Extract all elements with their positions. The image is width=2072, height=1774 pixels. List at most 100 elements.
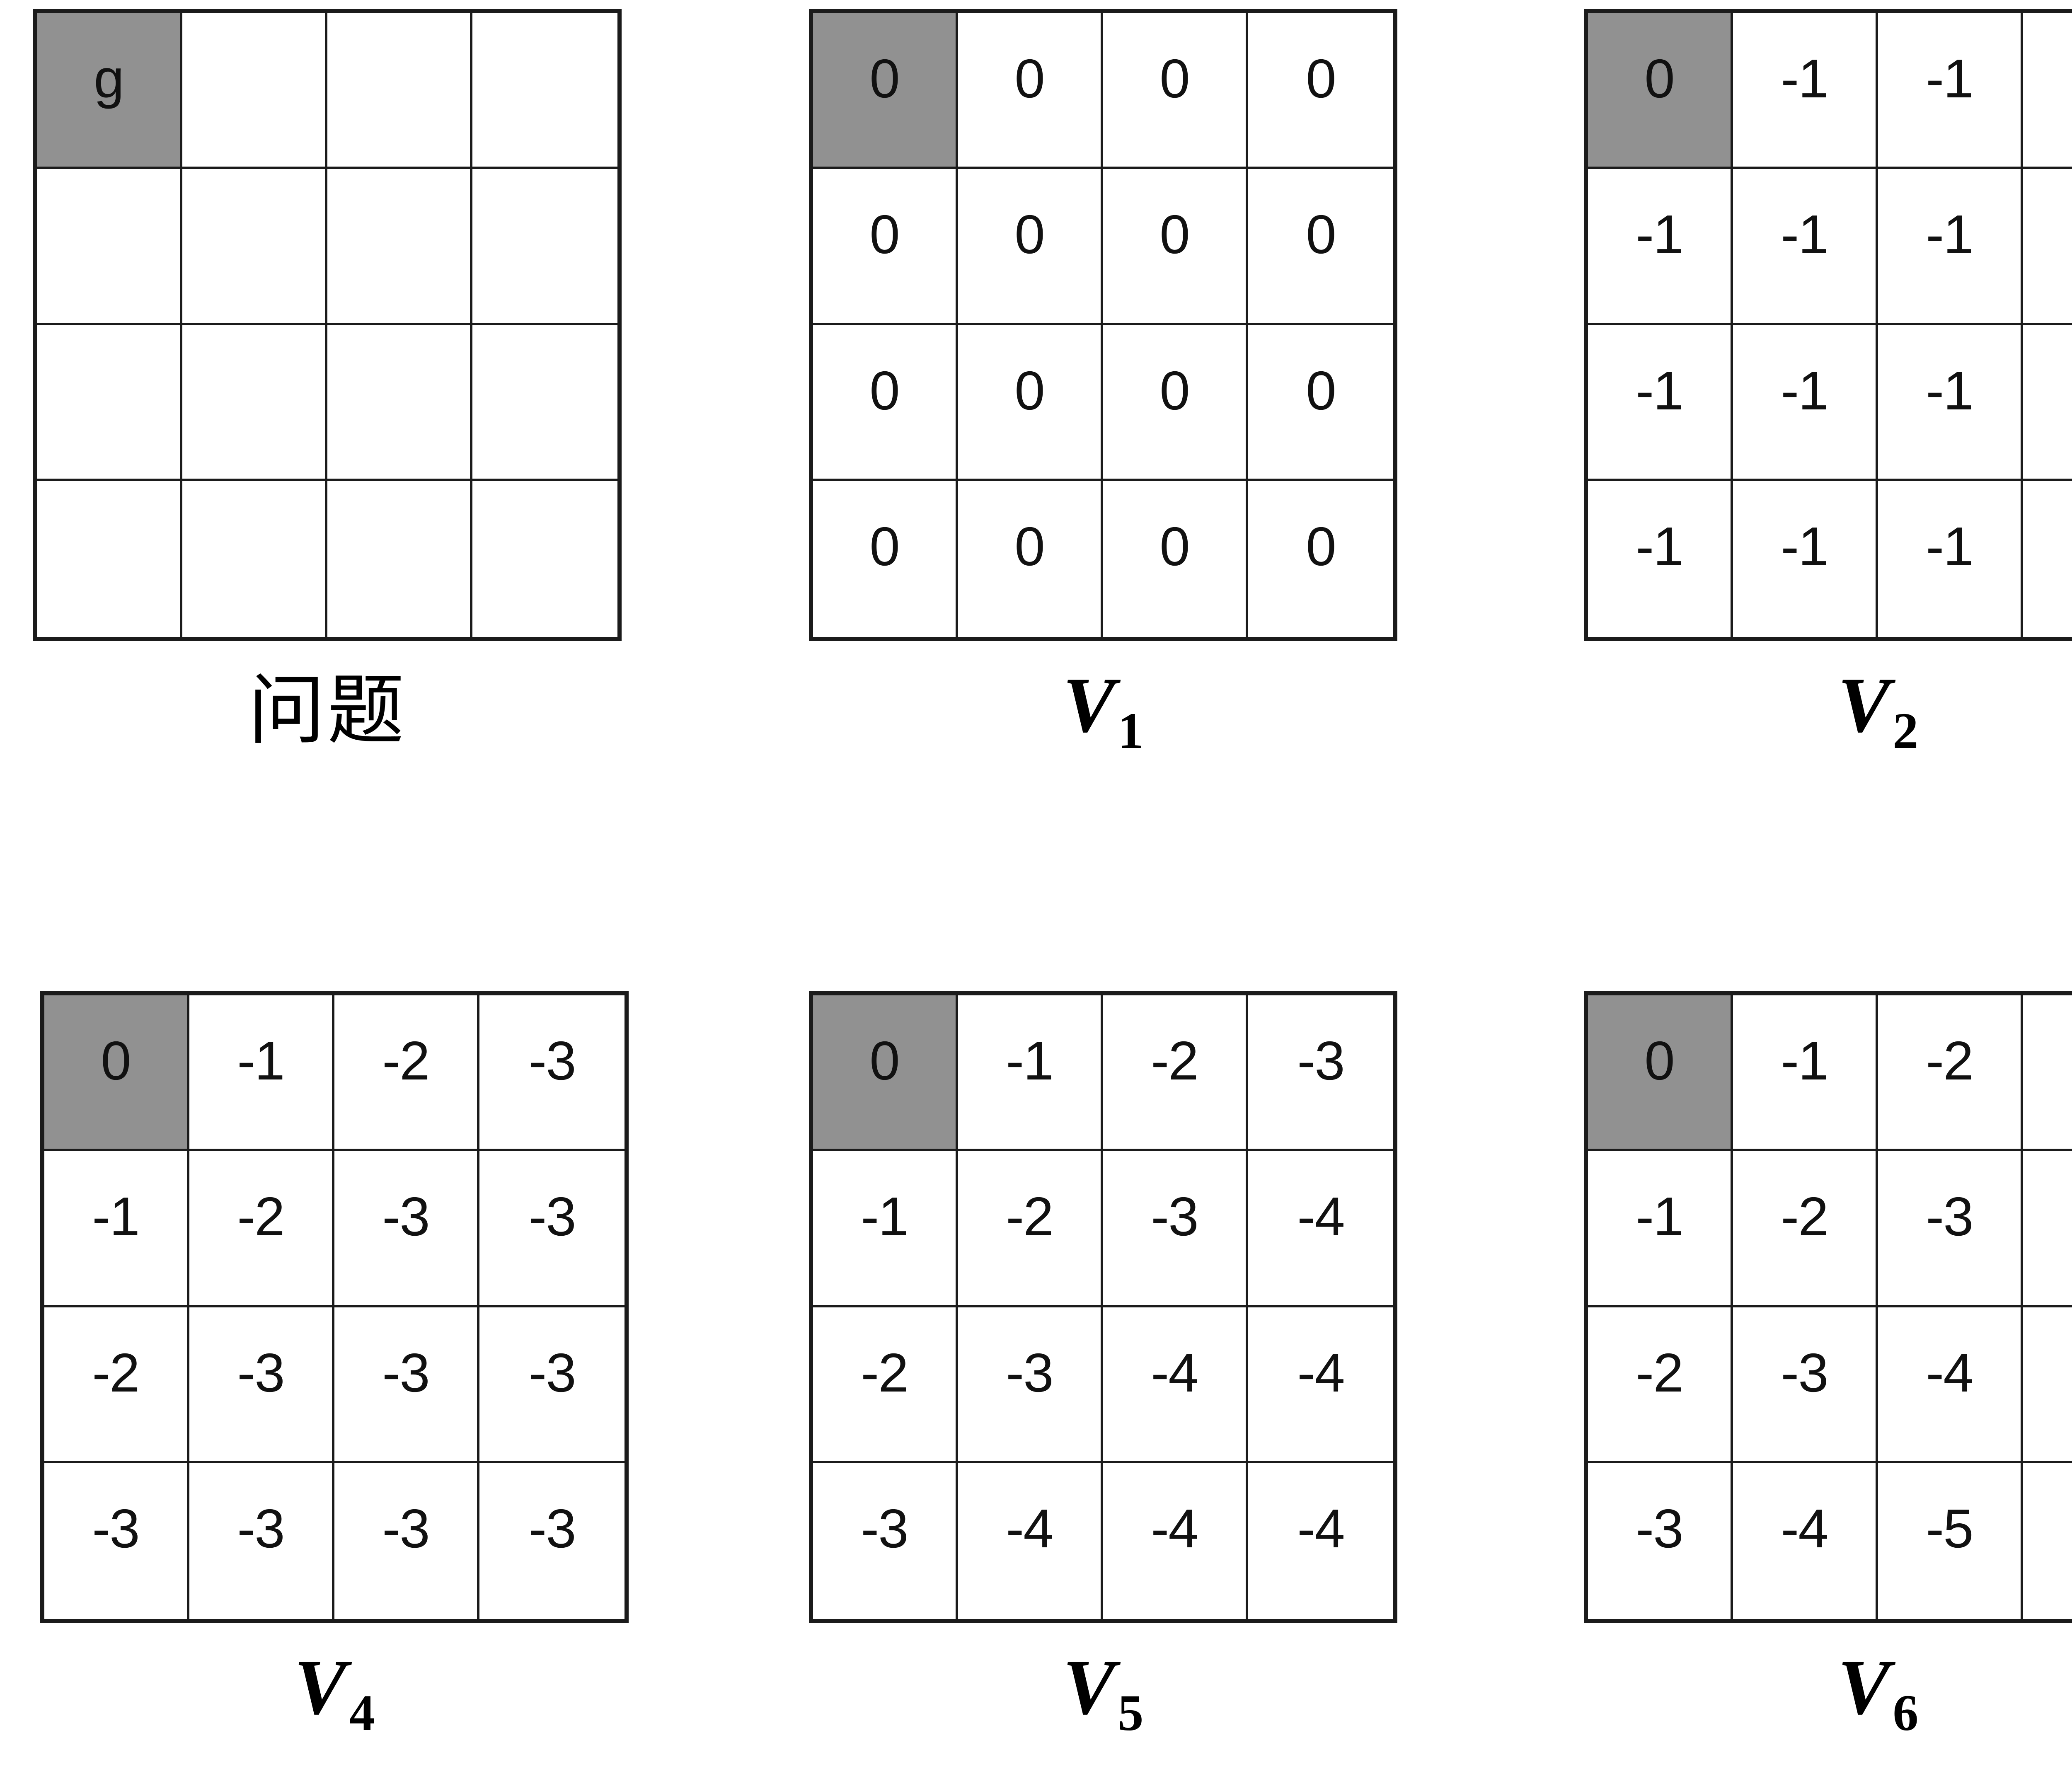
panel-v2: 0-1-1-1-1-1-1-1-1-1-1-1-1-1-1-1V2 [1584, 9, 2072, 756]
cell-value: 0 [1306, 204, 1336, 265]
grid-cell: -1 [1733, 13, 1878, 169]
cell-value: -1 [1926, 48, 1973, 109]
cell-value: 0 [869, 204, 900, 265]
caption-label: V [294, 1644, 347, 1731]
grid-cell: -1 [1878, 481, 2023, 637]
cell-value: -1 [1926, 516, 1973, 577]
caption-subscript: 5 [1118, 1684, 1144, 1741]
caption-label: 问题 [248, 666, 407, 755]
cell-value: -2 [1926, 1030, 1973, 1091]
grid-cell: -1 [1878, 13, 2023, 169]
grid-cell: -4 [2023, 1151, 2072, 1307]
cell-value: -2 [92, 1342, 140, 1403]
cell-value: g [94, 48, 124, 109]
grid-cell: -2 [813, 1307, 958, 1463]
cell-value: -1 [1926, 360, 1973, 421]
cell-value: -2 [1006, 1186, 1053, 1247]
grid-cell: -2 [1878, 995, 2023, 1152]
grid-cell: -2 [189, 1151, 334, 1307]
grid-cell: -1 [1733, 169, 1878, 325]
caption-label: V [1837, 662, 1890, 749]
grid-cell: -3 [44, 1463, 189, 1619]
grid-cell: 0 [1103, 481, 1248, 637]
cell-value: -3 [528, 1342, 576, 1403]
grid-cell: -5 [1878, 1463, 2023, 1619]
grid-cell: 0 [1103, 169, 1248, 325]
grid-cell: -2 [334, 995, 479, 1152]
panel-v6: 0-1-2-3-1-2-3-4-2-3-4-5-3-4-5-5V6 [1584, 991, 2072, 1738]
panel-caption-v4: V4 [40, 1648, 629, 1739]
grid-cell [182, 481, 327, 637]
value-grid-problem: g [33, 9, 622, 641]
cell-value: -2 [1151, 1030, 1198, 1091]
cell-value: -3 [237, 1342, 285, 1403]
caption-label: V [1063, 1644, 1116, 1731]
cell-value: -4 [1926, 1342, 1973, 1403]
cell-value: -3 [1006, 1342, 1053, 1403]
cell-value: -1 [1781, 1030, 1828, 1091]
cell-value: -3 [382, 1186, 430, 1247]
grid-cell [37, 481, 182, 637]
caption-label: V [1063, 662, 1116, 749]
grid-cell: 0 [813, 481, 958, 637]
grid-cell: -2 [958, 1151, 1103, 1307]
grid-cell [472, 481, 617, 637]
grid-cell-goal: g [37, 13, 182, 169]
grid-cell: 0 [1248, 169, 1393, 325]
grid-cell: -2 [44, 1307, 189, 1463]
cell-value: -3 [528, 1030, 576, 1091]
cell-value: 0 [1014, 48, 1045, 109]
grid-cell: -1 [958, 995, 1103, 1152]
grid-cell [182, 325, 327, 481]
cell-value: -1 [1781, 360, 1828, 421]
cell-value: -2 [861, 1342, 908, 1403]
cell-value: -1 [1636, 204, 1683, 265]
grid-cell [472, 325, 617, 481]
grid-cell-goal: 0 [44, 995, 189, 1152]
cell-value: -5 [1926, 1498, 1973, 1559]
grid-cell: -3 [334, 1151, 479, 1307]
grid-cell [182, 169, 327, 325]
grid-cell: -1 [1733, 325, 1878, 481]
cell-value: -1 [1781, 516, 1828, 577]
cell-value: 0 [1306, 516, 1336, 577]
cell-value: 0 [869, 48, 900, 109]
cell-value: 0 [1306, 360, 1336, 421]
caption-label: V [1837, 1644, 1890, 1731]
grid-cell: -1 [1588, 325, 1733, 481]
grid-cell: -2 [1588, 1307, 1733, 1463]
cell-value: -1 [1926, 204, 1973, 265]
cell-value: -1 [1781, 48, 1828, 109]
cell-value: 0 [1159, 516, 1190, 577]
grid-cell: -4 [1103, 1307, 1248, 1463]
grid-cell: -3 [334, 1307, 479, 1463]
cell-value: -3 [382, 1342, 430, 1403]
grid-cell [327, 481, 472, 637]
grid-cell: -1 [1588, 169, 1733, 325]
grid-cell: 0 [813, 169, 958, 325]
grid-cell: -3 [2023, 995, 2072, 1152]
grid-cell [37, 325, 182, 481]
grid-cell: -1 [1588, 1151, 1733, 1307]
cell-value: -2 [237, 1186, 285, 1247]
cell-value: -1 [1781, 204, 1828, 265]
cell-value: -4 [1297, 1498, 1345, 1559]
grid-cell [327, 325, 472, 481]
grid-cell: 0 [958, 169, 1103, 325]
cell-value: 0 [1014, 360, 1045, 421]
cell-value: 0 [1014, 516, 1045, 577]
cell-value: -1 [861, 1186, 908, 1247]
cell-value: -4 [1151, 1498, 1198, 1559]
grid-cell: 0 [958, 325, 1103, 481]
value-grid-v4: 0-1-2-3-1-2-3-3-2-3-3-3-3-3-3-3 [40, 991, 629, 1623]
grid-cell: -1 [2023, 481, 2072, 637]
grid-cell: -2 [1103, 995, 1248, 1152]
grid-cell: -3 [813, 1463, 958, 1619]
cell-value: -1 [237, 1030, 285, 1091]
cell-value: -3 [237, 1498, 285, 1559]
grid-cell: -3 [189, 1463, 334, 1619]
cell-value: 0 [1014, 204, 1045, 265]
